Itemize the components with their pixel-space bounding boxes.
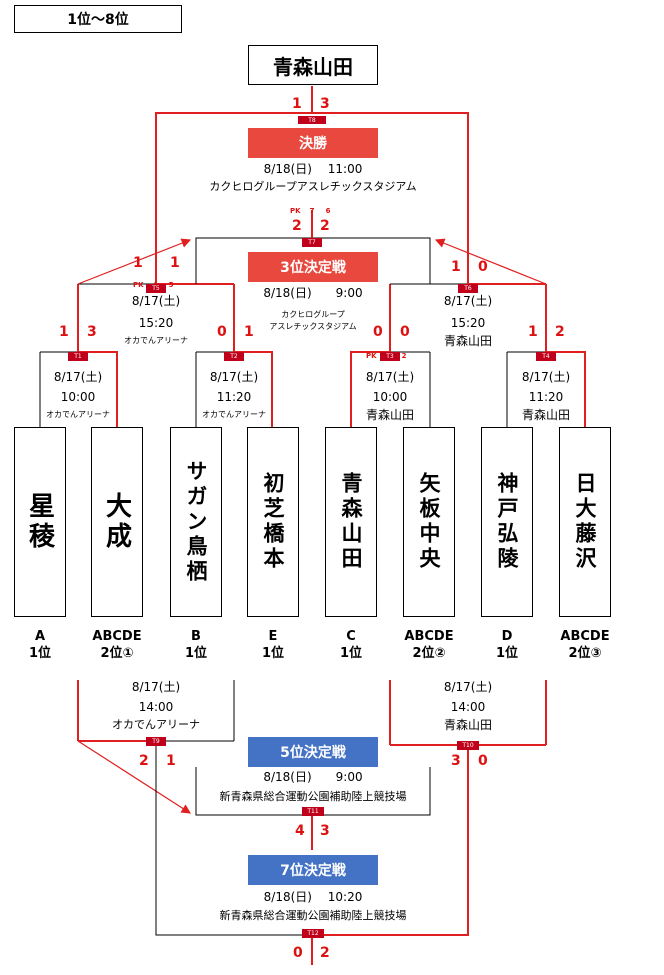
seventh-place-banner: 7位決定戦 <box>248 855 378 885</box>
t6-date: 8/17(土) <box>443 294 493 308</box>
seventh-score-right: 2 <box>320 945 330 961</box>
t5-time: 15:20 <box>138 316 174 330</box>
fifth-place-banner: 5位決定戦 <box>248 737 378 767</box>
team-box-4: 初芝橋本 <box>247 427 299 617</box>
team-box-7: 神戸弘陵 <box>481 427 533 617</box>
bracket-t9 <box>77 680 235 742</box>
t4-match-tag: T4 <box>536 352 556 361</box>
t9-match-tag: T9 <box>146 737 166 746</box>
t5-score-left: 1 <box>133 255 143 271</box>
t2-time: 11:20 <box>216 390 252 404</box>
t1-score-right: 3 <box>87 324 97 340</box>
t9-time: 14:00 <box>138 700 174 714</box>
seventh-score-left: 0 <box>293 945 303 961</box>
final-pk: PK 7 6 <box>290 207 331 215</box>
t9-venue: オカでんアリーナ <box>112 718 200 731</box>
final-score-left: 1 <box>292 96 302 112</box>
t4-venue: 青森山田 <box>521 408 570 422</box>
t2-date: 8/17(土) <box>209 370 259 384</box>
bracket-t12 <box>155 741 469 965</box>
t2-score-left: 0 <box>217 324 227 340</box>
third-score-right: 2 <box>320 218 330 234</box>
t10-date: 8/17(土) <box>443 680 493 694</box>
bracket-t10 <box>389 680 547 746</box>
t3-time: 10:00 <box>372 390 408 404</box>
t1-match-tag: T1 <box>68 352 88 361</box>
final-venue: カクヒログループアスレチックスタジアム <box>209 180 417 193</box>
team-box-6: 矢板中央 <box>403 427 455 617</box>
t6-match-tag: T6 <box>458 284 478 293</box>
t4-score-left: 1 <box>528 324 538 340</box>
t3-match-tag: T3 <box>380 352 400 361</box>
fifth-match-tag: T11 <box>302 807 324 816</box>
t6-time: 15:20 <box>450 316 486 330</box>
bracket-t5 <box>78 112 312 285</box>
t3-venue: 青森山田 <box>365 408 414 422</box>
third-place-datetime: 8/18(日) 9:00 <box>263 286 363 300</box>
seventh-match-tag: T12 <box>302 929 324 938</box>
champion-box: 青森山田 <box>248 45 378 85</box>
t3-score-right: 0 <box>400 324 410 340</box>
final-score-right: 3 <box>320 96 330 112</box>
t9-score-left: 2 <box>139 753 149 769</box>
t5-venue: オカでんアリーナ <box>124 336 188 345</box>
t3-date: 8/17(土) <box>365 370 415 384</box>
t4-time: 11:20 <box>528 390 564 404</box>
team-box-5: 青森山田 <box>325 427 377 617</box>
t1-venue: オカでんアリーナ <box>46 410 110 419</box>
t2-score-right: 1 <box>244 324 254 340</box>
team-box-1: 星稜 <box>14 427 66 617</box>
final-datetime: 8/18(日) 11:00 <box>263 162 363 176</box>
t6-score-left: 1 <box>451 259 461 275</box>
seventh-place-venue: 新青森県総合運動公園補助陸上競技場 <box>219 909 407 922</box>
t9-score-right: 1 <box>166 753 176 769</box>
t1-date: 8/17(土) <box>53 370 103 384</box>
fifth-place-venue: 新青森県総合運動公園補助陸上競技場 <box>219 790 407 803</box>
third-place-banner: 3位決定戦 <box>248 252 378 282</box>
t6-venue: 青森山田 <box>443 334 492 348</box>
third-score-left: 2 <box>292 218 302 234</box>
t2-match-tag: T2 <box>224 352 244 361</box>
t9-date: 8/17(土) <box>131 680 181 694</box>
t5-date: 8/17(土) <box>131 294 181 308</box>
bracket-t6 <box>311 86 546 285</box>
t10-time: 14:00 <box>450 700 486 714</box>
third-place-venue-line1: カクヒログループ <box>281 310 345 319</box>
team-box-3: サガン鳥栖 <box>170 427 222 617</box>
t4-score-right: 2 <box>555 324 565 340</box>
t10-venue: 青森山田 <box>443 718 492 732</box>
fifth-place-datetime: 8/18(日) 9:00 <box>263 770 363 784</box>
page-title: 1位～8位 <box>14 5 182 33</box>
t3-score-left: 0 <box>373 324 383 340</box>
third-place-venue-line2: アスレチックスタジアム <box>269 322 357 331</box>
fifth-score-left: 4 <box>295 823 305 839</box>
t6-score-right: 0 <box>478 259 488 275</box>
t10-score-right: 0 <box>478 753 488 769</box>
t5-match-tag: T5 <box>146 284 166 293</box>
team-box-2: 大成 <box>91 427 143 617</box>
team-box-8: 日大藤沢 <box>559 427 611 617</box>
final-banner: 決勝 <box>248 128 378 158</box>
t1-time: 10:00 <box>60 390 96 404</box>
third-match-tag: T7 <box>302 238 322 247</box>
t2-venue: オカでんアリーナ <box>202 410 266 419</box>
t10-match-tag: T10 <box>457 741 479 750</box>
fifth-score-right: 3 <box>320 823 330 839</box>
t10-score-left: 3 <box>451 753 461 769</box>
final-match-tag: T8 <box>298 116 326 124</box>
t1-score-left: 1 <box>59 324 69 340</box>
t5-score-right: 1 <box>170 255 180 271</box>
t4-date: 8/17(土) <box>521 370 571 384</box>
seventh-place-datetime: 8/18(日) 10:20 <box>263 890 363 904</box>
